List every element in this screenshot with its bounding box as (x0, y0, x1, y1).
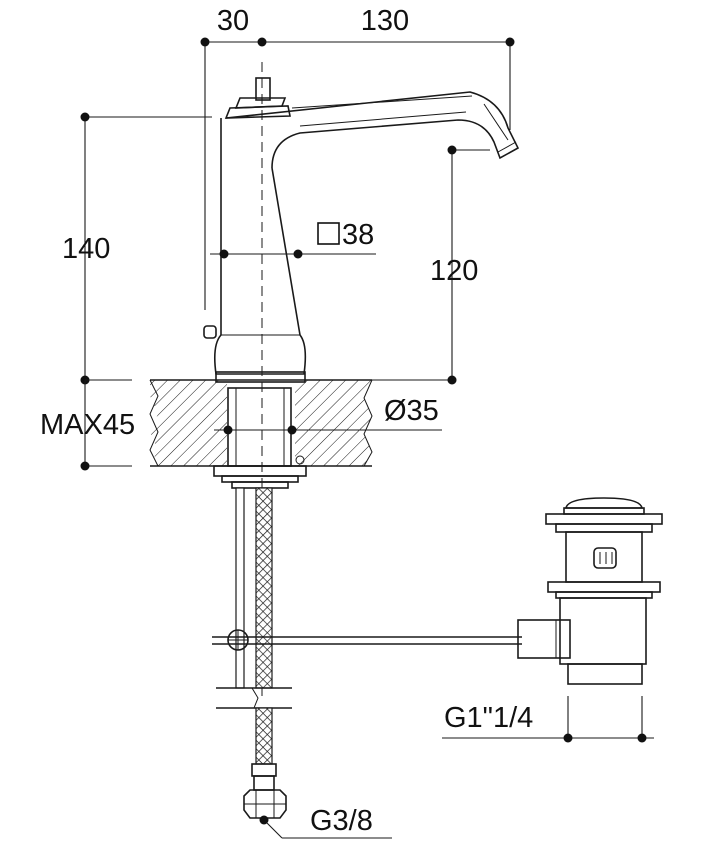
dim-label-waste-thread: G1"1/4 (444, 702, 533, 734)
dim-label-140: 140 (62, 233, 110, 265)
dim-label-120: 120 (430, 255, 478, 287)
dim-label-130: 130 (361, 5, 409, 37)
dimension-lines (80, 37, 654, 839)
faucet-body (203, 62, 520, 700)
pop-up-waste (517, 497, 663, 685)
popup-rod (212, 629, 522, 651)
faucet-shank (213, 387, 307, 489)
countertop-section (149, 379, 373, 467)
dim-label-diameter-35: Ø35 (384, 395, 439, 427)
dim-label-30: 30 (217, 5, 249, 37)
dim-label-hose-thread: G3/8 (310, 805, 373, 837)
dim-label-38: 38 (342, 219, 374, 251)
dim-label-max45: MAX45 (40, 409, 135, 441)
supply-hoses (216, 487, 292, 819)
square-symbol-icon (317, 222, 340, 245)
